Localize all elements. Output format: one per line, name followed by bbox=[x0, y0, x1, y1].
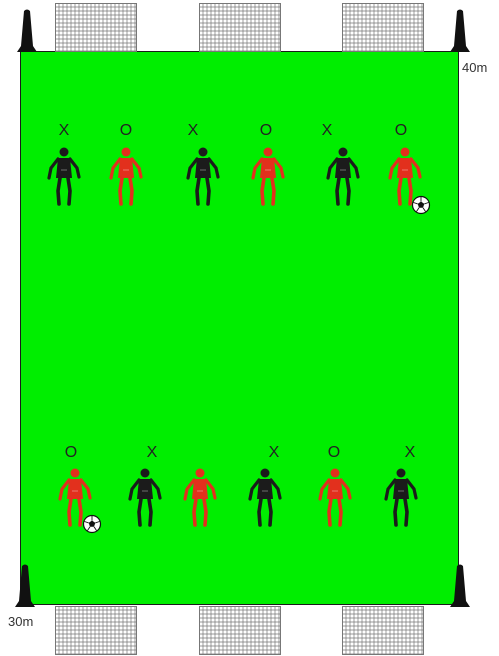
player-marker: X bbox=[264, 444, 284, 462]
player-figure-icon bbox=[383, 467, 419, 527]
corner-cone-icon bbox=[449, 8, 471, 52]
player-marker: O bbox=[256, 122, 276, 140]
goal-net-icon bbox=[342, 3, 424, 52]
soccer-ball-icon bbox=[411, 195, 431, 215]
player-figure-icon bbox=[325, 146, 361, 206]
goal-net-icon bbox=[342, 606, 424, 655]
width-label: 30m bbox=[8, 614, 33, 629]
player-marker: O bbox=[116, 122, 136, 140]
player-marker: X bbox=[400, 444, 420, 462]
player-marker: X bbox=[142, 444, 162, 462]
player-figure-icon bbox=[182, 467, 218, 527]
corner-cone-icon bbox=[16, 8, 38, 52]
player-figure-icon bbox=[317, 467, 353, 527]
goal-net-icon bbox=[55, 3, 137, 52]
goal-net-icon bbox=[199, 3, 281, 52]
player-figure-icon bbox=[46, 146, 82, 206]
soccer-ball-icon bbox=[82, 514, 102, 534]
player-marker: O bbox=[61, 444, 81, 462]
player-figure-icon bbox=[247, 467, 283, 527]
length-label: 40m bbox=[462, 60, 487, 75]
player-figure-icon bbox=[108, 146, 144, 206]
player-marker: X bbox=[54, 122, 74, 140]
player-figure-icon bbox=[250, 146, 286, 206]
player-marker: O bbox=[391, 122, 411, 140]
goal-net-icon bbox=[55, 606, 137, 655]
goal-net-icon bbox=[199, 606, 281, 655]
player-figure-icon bbox=[127, 467, 163, 527]
player-figure-icon bbox=[185, 146, 221, 206]
player-marker: X bbox=[317, 122, 337, 140]
player-marker: X bbox=[183, 122, 203, 140]
corner-cone-icon bbox=[449, 563, 471, 607]
corner-cone-icon bbox=[14, 563, 36, 607]
player-marker: O bbox=[324, 444, 344, 462]
